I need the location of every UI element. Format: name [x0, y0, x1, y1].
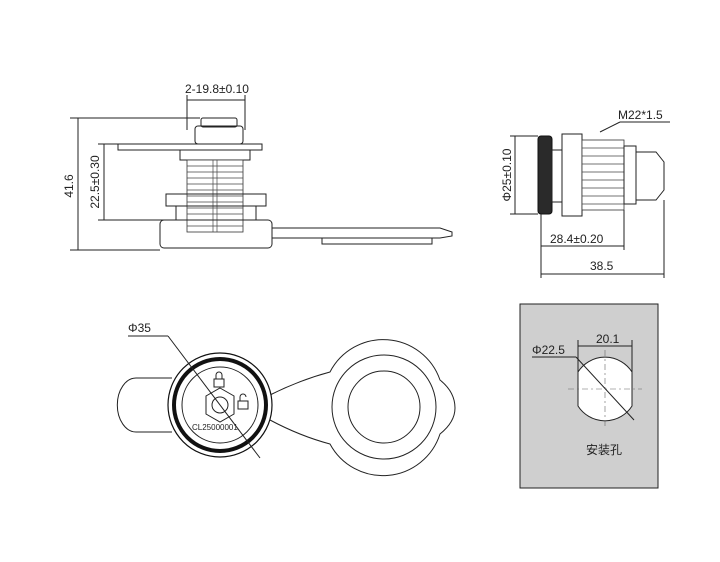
cover-ring [331, 354, 437, 460]
lock-closed-icon [213, 371, 225, 388]
lock-head [159, 219, 273, 249]
key-hex-icon [205, 387, 235, 423]
side-view: 2-19.8±0.10 41.6 22.5±0.30 [62, 82, 453, 251]
dim-body-length: 28.4±0.20 [550, 232, 604, 246]
dim-width: 2-19.8±0.10 [185, 82, 249, 96]
cam-plate [117, 143, 263, 151]
cover-lid [321, 237, 433, 245]
top-nut [194, 125, 244, 145]
lock-open-icon [237, 393, 249, 410]
end-flange [537, 135, 553, 215]
serial-number: CL25000001 [192, 423, 238, 432]
end-nut [561, 133, 583, 217]
dim-end-total: 38.5 [590, 259, 614, 273]
lock-face-ring [172, 357, 268, 453]
front-view: CL25000001 Φ35 [116, 321, 456, 477]
end-view: M22*1.5 Φ25±0.10 28.4±0.20 38.5 [500, 108, 670, 278]
cover-lever [272, 227, 453, 239]
cutout-view: 20.1 Φ22.5 安装孔 [519, 303, 659, 489]
cover-inner [347, 370, 421, 444]
mounting-hole-label: 安装孔 [586, 442, 622, 457]
dim-hole-diameter: Φ22.5 [532, 343, 565, 357]
dim-hole-flat: 20.1 [596, 332, 620, 346]
front-cam [116, 377, 172, 433]
dim-thread-spec: M22*1.5 [618, 108, 663, 122]
upper-flange [179, 149, 251, 161]
top-nut-cap [200, 117, 238, 128]
dim-thread-length: 22.5±0.30 [88, 155, 102, 209]
end-thread [581, 139, 625, 211]
cover-outline [269, 339, 456, 477]
dim-front-diameter: Φ35 [128, 321, 151, 335]
end-cam [635, 151, 665, 201]
dim-end-diameter: Φ25±0.10 [500, 148, 514, 201]
dim-total-height: 41.6 [62, 174, 76, 198]
